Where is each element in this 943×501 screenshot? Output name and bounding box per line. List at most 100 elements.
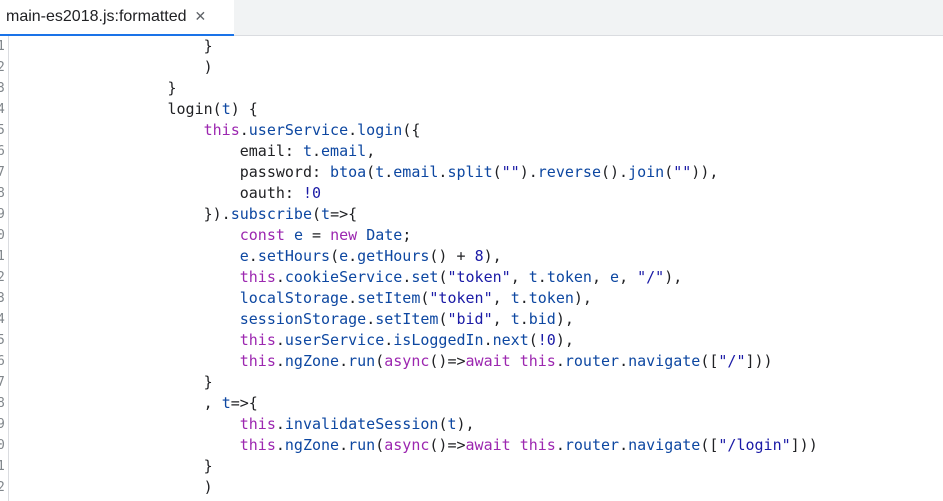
code-token: ), [664, 268, 683, 286]
code-token: e [610, 268, 620, 286]
code-token: } [23, 37, 213, 55]
code-token: setItem [375, 310, 439, 328]
code-token: ), [573, 289, 592, 307]
code-token: ( [375, 436, 385, 454]
code-token: token [546, 268, 592, 286]
code-token: email [321, 142, 367, 160]
code-token: isLoggedIn [393, 331, 484, 349]
code-token: router [564, 352, 620, 370]
code-editor[interactable]: 12345678901234567890123 } ) } login(t) {… [0, 36, 943, 501]
code-token: !0 [302, 184, 322, 202]
code-token: . [275, 436, 285, 454]
code-line: }).subscribe(t=>{ [23, 204, 943, 225]
code-token: ([ [700, 352, 719, 370]
code-line: , t=>{ [23, 393, 943, 414]
code-token: ), [555, 331, 574, 349]
line-number: 9 [0, 414, 8, 435]
code-token: , [510, 268, 529, 286]
line-number: 4 [0, 309, 8, 330]
code-token: = [302, 226, 331, 244]
code-token: await [465, 436, 511, 454]
code-token: ) [23, 58, 213, 76]
code-line: ) [23, 57, 943, 78]
code-token: () + [429, 247, 475, 265]
line-number: 0 [0, 225, 8, 246]
code-token: . [619, 352, 629, 370]
code-token: . [339, 436, 349, 454]
line-number: 2 [0, 267, 8, 288]
code-token [23, 415, 240, 433]
code-line: } [23, 78, 943, 99]
code-area[interactable]: } ) } login(t) { this.userService.login(… [23, 36, 943, 501]
code-token: next [492, 331, 529, 349]
code-token: password: [23, 163, 331, 181]
code-token: ), [555, 310, 574, 328]
code-token: ; [402, 226, 412, 244]
code-token: . [555, 352, 565, 370]
line-number: 1 [0, 246, 8, 267]
code-token: sessionStorage [239, 310, 367, 328]
code-token [511, 436, 520, 454]
code-token: . [483, 331, 493, 349]
code-token: ), [483, 247, 502, 265]
code-line: localStorage.setItem("token", t.token), [23, 288, 943, 309]
close-icon[interactable]: ✕ [194, 9, 207, 25]
code-token: , [591, 268, 611, 286]
code-token: setHours [257, 247, 331, 265]
code-token: , [366, 142, 376, 160]
code-token: bid [528, 310, 556, 328]
code-token: new [330, 226, 358, 244]
code-token [23, 352, 240, 370]
code-token: "/login" [718, 436, 791, 454]
code-token: . [312, 142, 322, 160]
code-token: run [348, 436, 376, 454]
code-token: ([ [700, 436, 719, 454]
code-line: } [23, 456, 943, 477]
code-token: . [619, 436, 629, 454]
line-number: 1 [0, 456, 8, 477]
code-token: setItem [357, 289, 421, 307]
code-token: . [275, 268, 285, 286]
code-token: } [23, 457, 213, 475]
code-token: ). [519, 163, 538, 181]
code-token: ( [492, 163, 502, 181]
code-token: . [348, 247, 358, 265]
code-token: t [302, 142, 312, 160]
code-token [23, 289, 240, 307]
line-number: 6 [0, 141, 8, 162]
code-token: ) [23, 478, 213, 496]
code-token: login( [23, 100, 222, 118]
code-token: }). [23, 205, 231, 223]
code-line: this.userService.login({ [23, 120, 943, 141]
code-token: t [321, 205, 331, 223]
code-token: this [239, 331, 276, 349]
code-token: token [528, 289, 574, 307]
code-token: login [357, 121, 403, 139]
code-line: ) [23, 477, 943, 498]
code-token: . [248, 247, 258, 265]
code-token: invalidateSession [284, 415, 439, 433]
code-token: . [438, 163, 448, 181]
code-token: set [411, 268, 439, 286]
tab-bar: main-es2018.js:formatted ✕ [0, 0, 943, 36]
code-token [23, 226, 240, 244]
code-token: =>{ [330, 205, 358, 223]
code-token: cookieService [284, 268, 403, 286]
tab-main-es2018-formatted[interactable]: main-es2018.js:formatted ✕ [0, 0, 234, 36]
code-token: this [239, 268, 276, 286]
code-token: Date [366, 226, 403, 244]
code-token: "token" [447, 268, 511, 286]
code-token: } [23, 79, 177, 97]
code-token: . [348, 121, 358, 139]
code-token: . [402, 268, 412, 286]
line-number: 3 [0, 78, 8, 99]
code-token [23, 121, 204, 139]
code-token: =>{ [230, 394, 258, 412]
line-number: 3 [0, 288, 8, 309]
line-number: 4 [0, 99, 8, 120]
code-token: "token" [429, 289, 493, 307]
code-token: . [275, 415, 285, 433]
code-token: } [23, 499, 176, 501]
code-token: . [384, 163, 394, 181]
code-line: login(t) { [23, 99, 943, 120]
